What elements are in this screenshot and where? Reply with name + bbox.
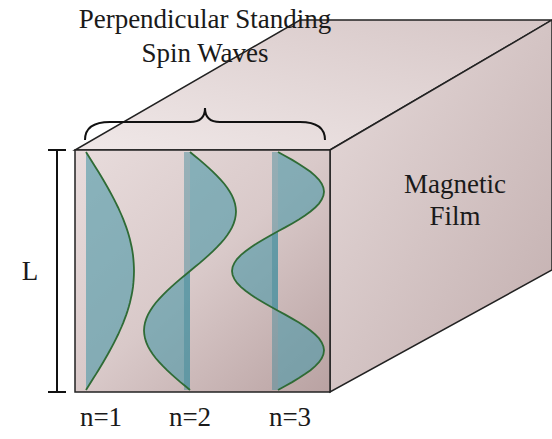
spin-wave-profile <box>144 152 236 390</box>
wave-baseline <box>272 152 278 390</box>
curly-brace <box>85 108 325 140</box>
wave-fill <box>232 152 324 390</box>
wave-fill <box>86 152 134 390</box>
bracket-title: Perpendicular Standing Spin Waves <box>70 2 340 70</box>
spin-wave-profile <box>232 152 324 390</box>
mode-number: n=1 <box>80 400 122 434</box>
wave-fill <box>144 152 236 390</box>
mode-number: n=2 <box>169 400 211 434</box>
film-side-face <box>330 20 552 392</box>
spin-wave-profile <box>86 152 134 390</box>
thickness-bracket <box>48 150 66 392</box>
thickness-label: L <box>22 254 39 288</box>
film-label: Magnetic Film <box>390 168 520 232</box>
wave-baseline <box>86 152 87 390</box>
film-front-face <box>75 150 330 392</box>
mode-number: n=3 <box>269 400 311 434</box>
